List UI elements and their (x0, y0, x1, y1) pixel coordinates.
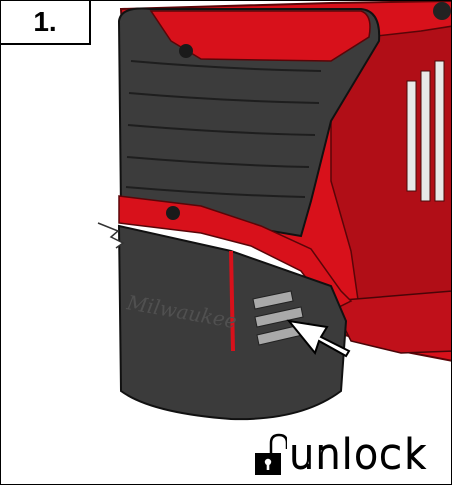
battery-pack: Milwaukee (117, 224, 348, 421)
battery-grip (117, 7, 381, 238)
motion-lines-icon (97, 222, 125, 249)
push-arrow-icon (286, 319, 351, 358)
step-number-box: 1. (1, 1, 91, 45)
unlocked-padlock-icon (255, 433, 287, 475)
unlock-label: unlock (288, 432, 427, 478)
collar-screw (166, 206, 180, 220)
unlock-indicator: unlock (253, 433, 443, 477)
step-number: 1. (33, 6, 57, 37)
battery-collar (118, 195, 353, 312)
